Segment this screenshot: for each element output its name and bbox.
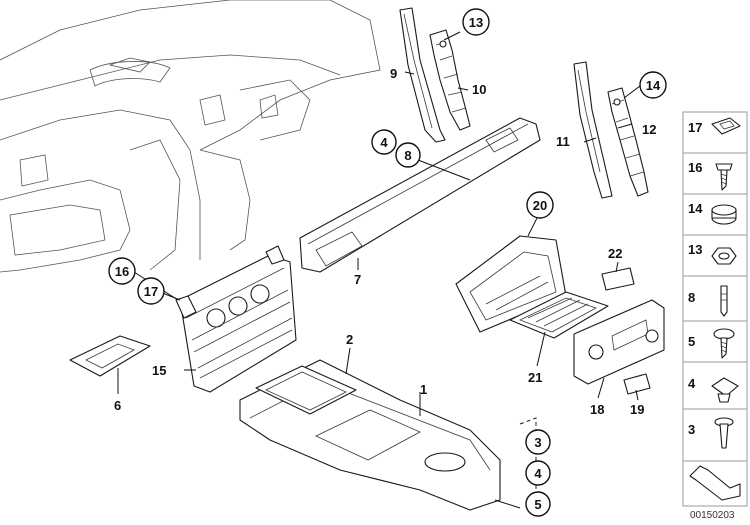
callout-11: 11: [556, 134, 570, 149]
rivet-3-icon: [714, 417, 734, 449]
legend-14: 14: [688, 201, 703, 216]
part-10-bracket: [429, 29, 471, 131]
part-19-block: [623, 373, 651, 395]
screw-16-icon: [715, 163, 733, 191]
part-22-pad: [601, 267, 635, 291]
footer-code: 00150203: [690, 510, 735, 521]
stack-callout-4: 4: [534, 466, 542, 481]
callout-15: 15: [152, 363, 166, 378]
legend-8: 8: [688, 290, 695, 305]
circled-callouts: 4 8 13 14 16 17 20 3 4 5: [108, 8, 667, 517]
part-9-trim-strip: [399, 7, 446, 143]
callout-8-circle: 8: [404, 148, 411, 163]
callout-14-circle: 14: [646, 78, 661, 93]
legend-16: 16: [688, 160, 702, 175]
callout-9: 9: [390, 66, 397, 81]
part-12-bracket: [607, 87, 649, 197]
callout-20-circle: 20: [533, 198, 547, 213]
callout-17-circle: 17: [144, 284, 158, 299]
callout-6: 6: [114, 398, 121, 413]
callout-7: 7: [354, 272, 361, 287]
callout-1: 1: [420, 382, 427, 397]
clip-17-icon: [711, 117, 741, 135]
part-20-storage-frame: [455, 235, 567, 333]
fastener-legend: 17 16 14 13 8 5 4 3: [682, 111, 748, 521]
callout-22: 22: [608, 246, 622, 261]
clip-4-icon: [711, 377, 739, 403]
direction-arrow-icon: [689, 465, 741, 501]
callout-10: 10: [472, 82, 486, 97]
callout-2: 2: [346, 332, 353, 347]
part-21-tray: [509, 291, 609, 339]
callout-13-circle: 13: [469, 15, 483, 30]
callout-16-circle: 16: [115, 264, 129, 279]
legend-4: 4: [688, 376, 696, 391]
legend-5: 5: [688, 334, 695, 349]
callout-21: 21: [528, 370, 542, 385]
nut-14-icon: [711, 204, 737, 225]
legend-17: 17: [688, 120, 702, 135]
callout-4-circle: 4: [380, 135, 388, 150]
callout-19: 19: [630, 402, 644, 417]
part-11-trim-strip: [573, 61, 613, 199]
dashboard-outline: [0, 0, 381, 273]
legend-3: 3: [688, 422, 695, 437]
stack-callout-5: 5: [534, 497, 541, 512]
callout-labels: 1 2 6 7 9 10 11 12 15 18 19 21 22: [114, 66, 656, 417]
hex-nut-13-icon: [711, 247, 737, 265]
part-18-rear-panel: [573, 299, 665, 385]
legend-13: 13: [688, 242, 702, 257]
part-7-dash-trim: [299, 117, 541, 273]
callout-18: 18: [590, 402, 604, 417]
screw-5-icon: [713, 328, 735, 359]
part-2-insert: [255, 365, 357, 415]
callout-12: 12: [642, 122, 656, 137]
stud-8-icon: [720, 285, 728, 317]
stack-callout-3: 3: [534, 435, 541, 450]
part-6-frame: [69, 335, 151, 377]
part-15-center-panel: [175, 245, 297, 393]
